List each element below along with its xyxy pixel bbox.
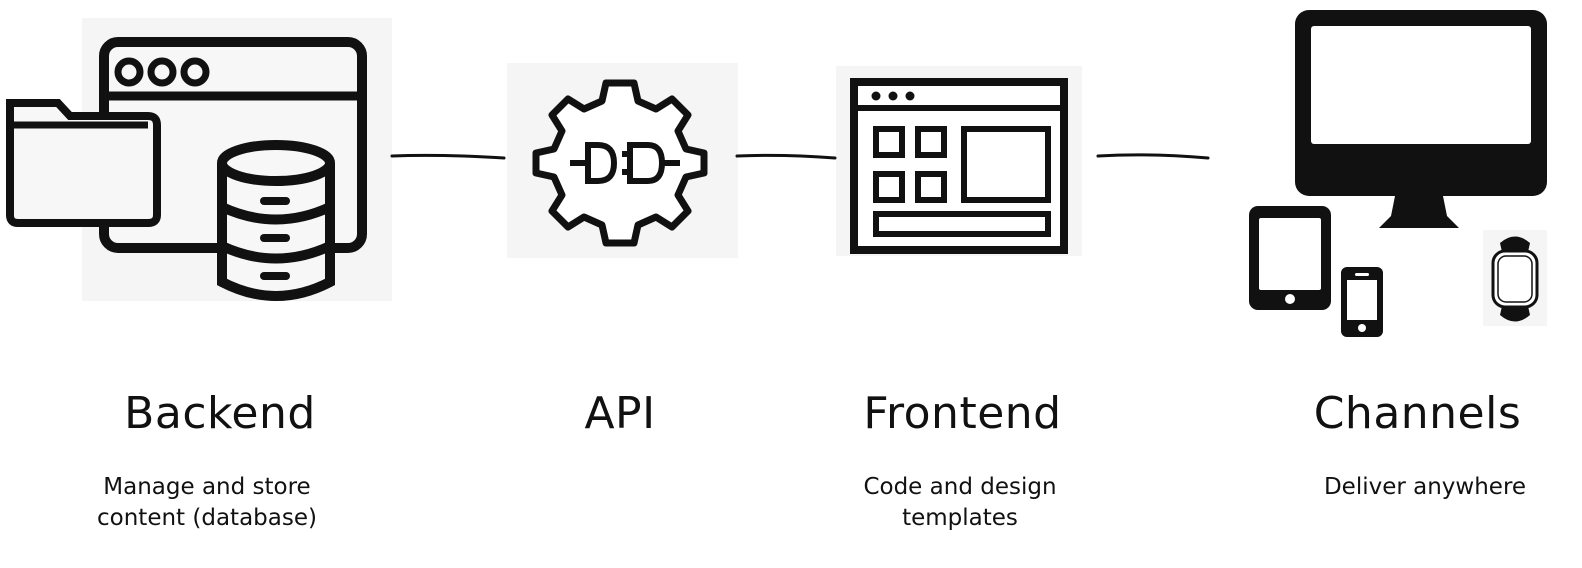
connector-frontend-channels [1096,153,1210,160]
connector-api-frontend [735,153,837,160]
frontend-description-line: templates [902,505,1018,531]
connector-backend-api [390,153,506,160]
api-icon [507,63,738,258]
channels-description: Deliver anywhere [1310,472,1540,503]
backend-description-line: Manage and store [103,474,311,500]
frontend-icon [836,66,1082,256]
api-title: API [584,388,656,439]
backend-icon [0,10,395,305]
channels-description-line: Deliver anywhere [1323,474,1527,500]
backend-description-line: content (database) [97,505,317,531]
frontend-description: Code and design templates [840,472,1080,534]
backend-title: Backend [124,388,316,439]
channels-title: Channels [1313,388,1522,439]
frontend-title: Frontend [863,388,1062,439]
frontend-description-line: Code and design [863,474,1057,500]
channels-icon [1245,8,1550,338]
backend-description: Manage and store content (database) [82,472,332,534]
